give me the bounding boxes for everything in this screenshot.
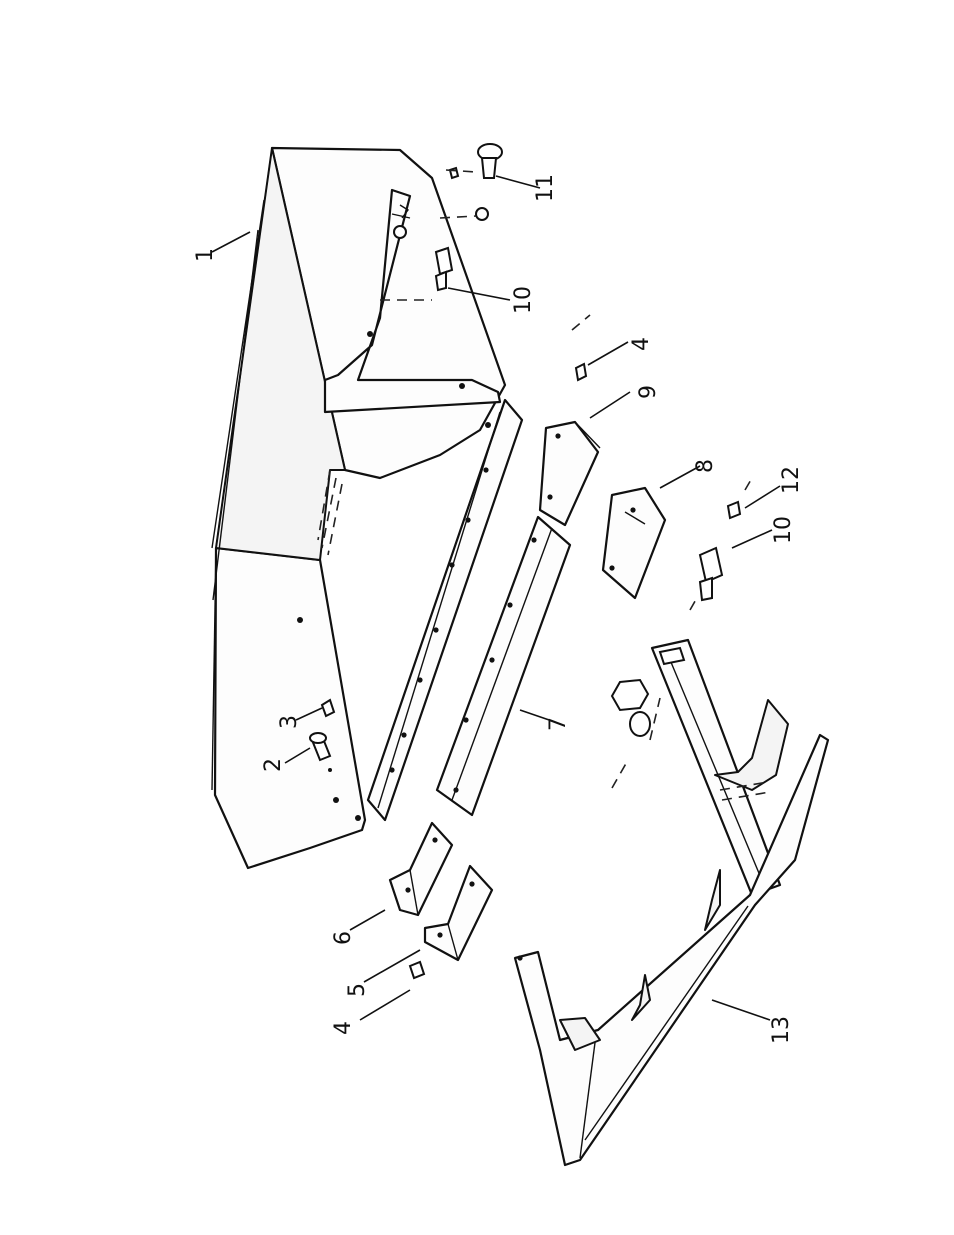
part-4-bolt-upper xyxy=(576,364,586,380)
part-6-bracket xyxy=(390,823,452,915)
part-12-bolt xyxy=(728,502,740,518)
callout-3: 3 xyxy=(277,715,302,729)
part-9-bracket xyxy=(540,422,600,525)
callout-9: 9 xyxy=(636,385,661,399)
part-11-knob xyxy=(450,144,502,220)
nut-and-washer xyxy=(612,680,650,736)
callout-11: 11 xyxy=(533,174,558,202)
callout-1: 1 xyxy=(193,248,218,262)
part-4-bolt-lower xyxy=(410,962,424,978)
part-8-bracket xyxy=(603,488,665,598)
callout-13: 13 xyxy=(769,1016,794,1044)
callout-7: 7 xyxy=(546,717,571,731)
part-10-swivel-pin-lower xyxy=(700,548,722,600)
callout-10-lower: 10 xyxy=(771,516,796,544)
callout-10-upper: 10 xyxy=(511,286,536,314)
callout-4-upper: 4 xyxy=(629,337,654,351)
callout-8: 8 xyxy=(693,459,718,473)
callout-12: 12 xyxy=(779,466,804,494)
callout-5: 5 xyxy=(345,983,370,997)
callout-4-lower: 4 xyxy=(331,1021,356,1035)
callout-2: 2 xyxy=(261,758,286,772)
callout-6: 6 xyxy=(331,931,356,945)
